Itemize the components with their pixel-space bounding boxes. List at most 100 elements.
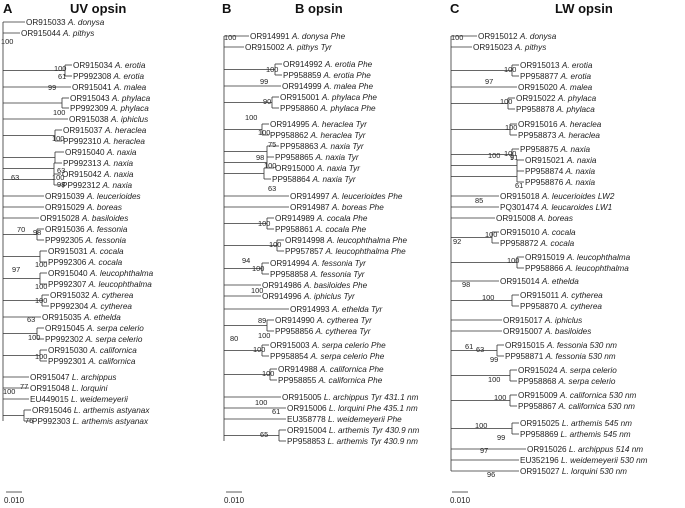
accession: OR915002	[245, 43, 287, 52]
leaf-label: PP958873 A. heraclea	[518, 131, 600, 140]
leaf-label: OR915044 A. pithys	[21, 29, 94, 38]
bootstrap-value: 61	[515, 181, 523, 190]
species-name: A. fessonia Tyr	[311, 259, 366, 268]
leaf-label: OR915030 A. californica	[48, 346, 137, 355]
leaf-label: PP958855 A. californica Phe	[278, 376, 383, 385]
accession: OR915023	[473, 43, 515, 52]
accession: OR915030	[48, 346, 90, 355]
leaf-label: OR915012 A. donysa	[478, 32, 557, 41]
species-name: L. arthemis astyanax	[74, 406, 150, 415]
species-name: A. serpa celerio Phe	[311, 341, 386, 350]
accession: OR915035	[42, 313, 84, 322]
accession: OR914995	[270, 120, 312, 129]
species-name: A. leucerioides Phe	[331, 192, 403, 201]
accession: EU358778	[287, 415, 328, 424]
species-name: A. leucerioides	[86, 192, 141, 201]
species-name: A. serpa celerio	[85, 335, 143, 344]
leaf-label: OR915018 A. leucerioides LW2	[500, 192, 615, 201]
accession: OR915003	[270, 341, 312, 350]
accession: OR915016	[518, 120, 560, 129]
species-name: A. iphiclus	[110, 115, 148, 124]
species-name: A. donysa	[67, 18, 105, 27]
species-name: A. malea Phe	[323, 82, 374, 91]
accession: PP958863	[280, 142, 321, 151]
accession: PP992310	[63, 137, 104, 146]
leaf-label: OR915008 A. boreas	[496, 214, 573, 223]
species-name: A. phylaca	[557, 94, 597, 103]
accession: OR915036	[45, 225, 87, 234]
accession: OR915025	[520, 419, 562, 428]
bootstrap-value: 100	[504, 149, 516, 158]
species-name: A. pithys Tyr	[286, 43, 332, 52]
leaf-label: OR915043 A. phylaca	[70, 94, 151, 103]
accession: OR915018	[500, 192, 542, 201]
leaf-label: OR915015 A. fessonia 530 nm	[505, 341, 617, 350]
bootstrap-value: 63	[57, 166, 65, 175]
accession: OR915038	[69, 115, 111, 124]
bootstrap-value: 63	[11, 173, 19, 182]
accession: OR915020	[518, 83, 560, 92]
leaf-label: OR915007 A. basiloides	[503, 327, 591, 336]
leaf-label: OR915009 A. californica 530 nm	[518, 391, 637, 400]
bootstrap-value: 100	[262, 369, 274, 378]
leaf-label: PP958878 A. phylaca	[516, 105, 595, 114]
species-name: A. californica Phe	[318, 376, 383, 385]
leaf-label: OR915017 A. iphiclus	[503, 316, 582, 325]
species-name: A. erotia	[560, 72, 592, 81]
leaf-label: PP958865 A. naxia Tyr	[275, 153, 359, 162]
leaf-label: OR914988 A. californica Phe	[278, 365, 384, 374]
bootstrap-value: 92	[453, 237, 461, 246]
panel-letter: C	[450, 1, 460, 16]
bootstrap-value: 100	[245, 113, 257, 122]
leaf-label: OR915019 A. leucophthalma	[525, 253, 631, 262]
scale-bar-label: 0.010	[224, 496, 245, 505]
leaf-label: OR915001 A. phylaca Phe	[280, 93, 377, 102]
bootstrap-value: 77	[20, 382, 28, 391]
bootstrap-value: 100	[35, 352, 47, 361]
accession: PP958862	[270, 131, 311, 140]
species-name: L. lorquini Phe 435.1 nm	[329, 404, 418, 413]
accession: OR915047	[30, 373, 72, 382]
leaf-label: EU449015 L. weidemeyerii	[30, 395, 128, 404]
leaf-label: PP958853 L. arthemis Tyr 430.9 nm	[287, 437, 418, 446]
species-name: A. phylaca Phe	[321, 93, 378, 102]
species-name: A. naxia Tyr	[312, 175, 356, 184]
accession: OR915014	[500, 277, 542, 286]
accession: PP958865	[275, 153, 316, 162]
bootstrap-value: 100	[251, 286, 263, 295]
leaf-label: PP958869 L. arthemis 545 nm	[520, 430, 631, 439]
leaf-label: OR915022 A. phylaca	[516, 94, 597, 103]
species-name: A. cocala	[89, 247, 124, 256]
accession: PP958864	[272, 175, 313, 184]
bootstrap-value: 97	[12, 265, 20, 274]
species-name: A. heraclea	[104, 126, 147, 135]
species-name: A. naxia	[103, 170, 134, 179]
species-name: A. leucaroides LW1	[540, 203, 612, 212]
bootstrap-value: 80	[230, 334, 238, 343]
accession: OR915045	[45, 324, 87, 333]
bootstrap-value: 98	[57, 180, 65, 189]
leaf-label: PP958863 A. naxia Tyr	[280, 142, 364, 151]
species-name: A. californica 530 nm	[558, 402, 636, 411]
accession: PP958859	[283, 71, 324, 80]
bootstrap-value: 100	[504, 65, 516, 74]
bootstrap-value: 94	[242, 256, 250, 265]
accession: PP958867	[518, 402, 559, 411]
leaf-label: PP958874 A. naxia	[525, 167, 596, 176]
accession: OR915043	[70, 94, 112, 103]
bootstrap-value: 100	[500, 97, 512, 106]
species-name: A. iphiclus	[544, 316, 582, 325]
species-name: A. erotia	[114, 61, 146, 70]
bootstrap-value: 100	[1, 37, 13, 46]
leaf-label: PP958858 A. fessonia Tyr	[270, 270, 365, 279]
accession: PP958872	[500, 239, 541, 248]
bootstrap-value: 100	[35, 260, 47, 269]
leaf-label: PP957857 A. leucophthalma Phe	[285, 247, 406, 256]
accession: OR915026	[527, 445, 569, 454]
bootstrap-value: 100	[52, 134, 64, 143]
accession: PP992304	[50, 302, 91, 311]
leaf-label: OR914986 A. basiloides Phe	[262, 281, 368, 290]
species-name: A. cytherea	[560, 291, 603, 300]
bootstrap-value: 100	[269, 240, 281, 249]
